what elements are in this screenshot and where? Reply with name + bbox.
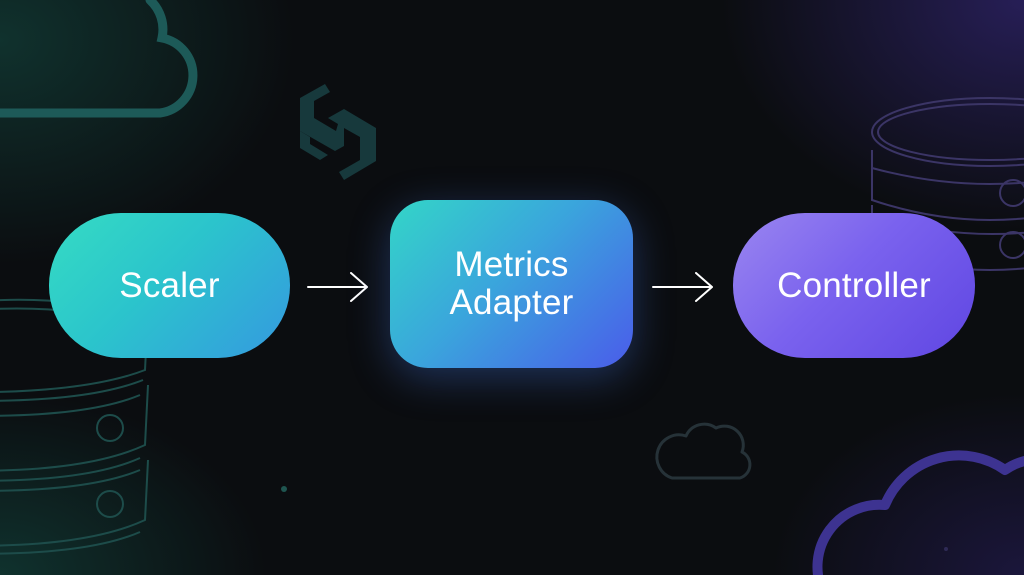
node-scaler: Scaler bbox=[49, 213, 290, 358]
node-metrics-adapter-label-line2: Adapter bbox=[449, 283, 574, 322]
cloud-icon-small-bottom bbox=[655, 422, 752, 480]
dot-teal bbox=[281, 486, 287, 492]
cloud-icon-top-left bbox=[0, 0, 198, 118]
arrow-right-icon bbox=[307, 272, 368, 302]
node-metrics-adapter: Metrics Adapter bbox=[390, 200, 633, 368]
node-metrics-adapter-label-line1: Metrics bbox=[454, 245, 569, 284]
node-controller-label: Controller bbox=[777, 265, 931, 305]
arrow-right-icon bbox=[652, 272, 713, 302]
cloud-icon-large-bottom-right bbox=[812, 450, 1024, 575]
node-controller: Controller bbox=[733, 213, 975, 358]
hexagon-logo-icon bbox=[300, 84, 376, 180]
node-scaler-label: Scaler bbox=[119, 265, 220, 305]
dot-purple bbox=[944, 547, 948, 551]
